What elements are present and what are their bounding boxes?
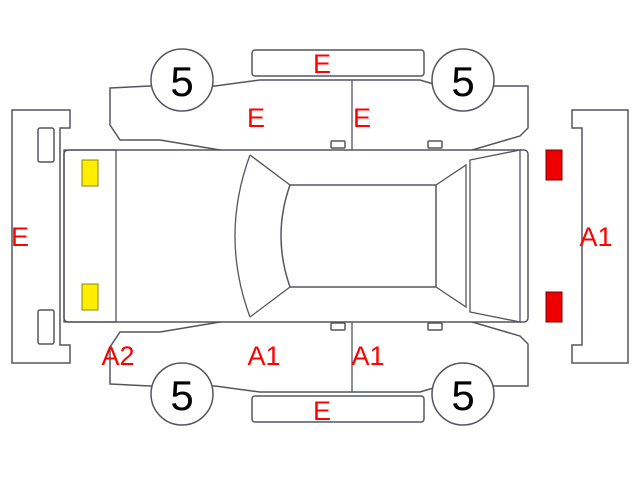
tire-front-right: 5 bbox=[431, 48, 495, 112]
code-bottom-front-fender: A2 bbox=[101, 341, 134, 371]
front-lamp-marker-bottom bbox=[81, 283, 99, 311]
rear-lamp-marker-bottom bbox=[545, 291, 563, 323]
code-rear-bumper: A1 bbox=[579, 222, 612, 252]
code-roof-bottom: E bbox=[313, 396, 331, 426]
code-top-rear-door: E bbox=[353, 103, 371, 133]
tire-front-left: 5 bbox=[150, 48, 214, 112]
tire-rear-right: 5 bbox=[431, 362, 495, 426]
roof-bottom-strip bbox=[251, 395, 425, 423]
top-view-body bbox=[63, 149, 529, 323]
front-bumper bbox=[11, 109, 71, 364]
svg-text:5: 5 bbox=[170, 372, 193, 419]
code-front-bumper: E bbox=[11, 222, 29, 252]
code-roof-top: E bbox=[313, 49, 331, 79]
rear-bumper bbox=[571, 109, 629, 364]
code-top-front-door: E bbox=[247, 103, 265, 133]
roof-top-strip bbox=[251, 49, 425, 77]
svg-text:5: 5 bbox=[451, 58, 474, 105]
front-lamp-marker-top bbox=[81, 159, 99, 187]
code-bottom-front-door: A1 bbox=[247, 341, 280, 371]
code-bottom-rear-door: A1 bbox=[351, 341, 384, 371]
rear-lamp-marker-top bbox=[545, 149, 563, 181]
svg-text:5: 5 bbox=[170, 58, 193, 105]
svg-text:5: 5 bbox=[451, 372, 474, 419]
tire-rear-left: 5 bbox=[150, 362, 214, 426]
